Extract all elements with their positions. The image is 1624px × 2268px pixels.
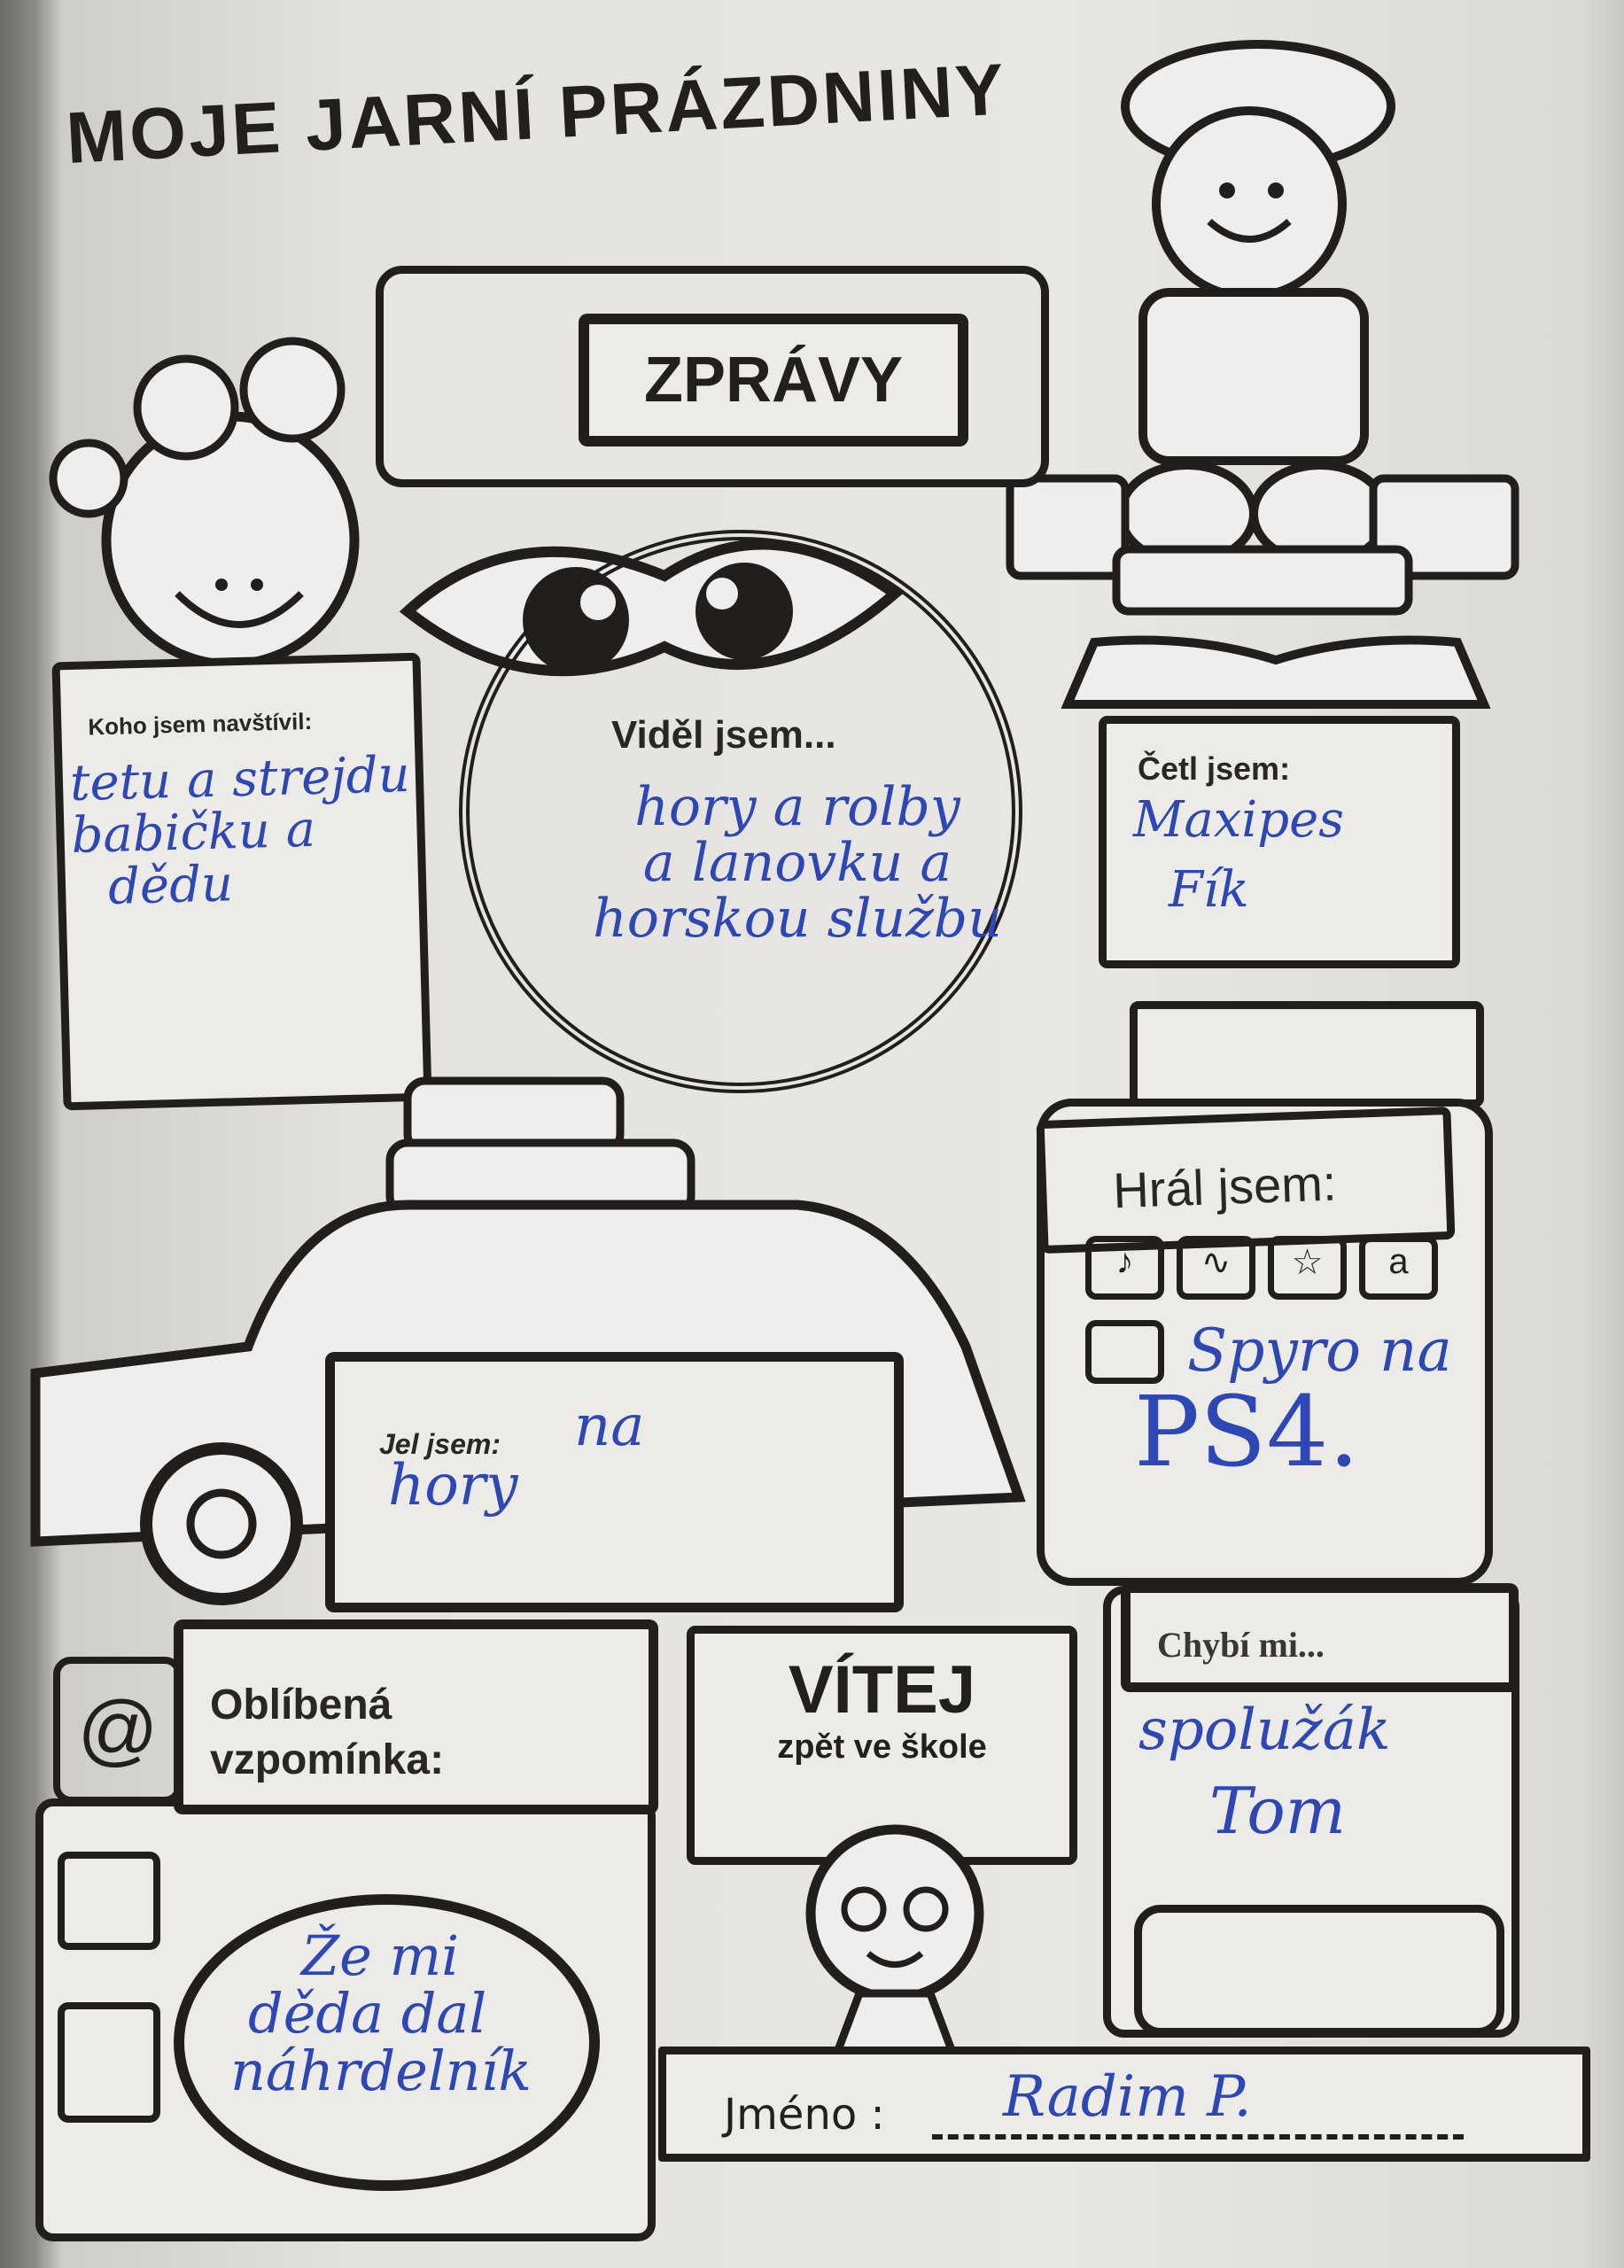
kid-with-glasses-illustration	[805, 1824, 984, 2066]
read-answer: Maxipes Fík	[1133, 791, 1344, 919]
went-panel: Jel jsem: na hory	[325, 1352, 904, 1612]
missing-answer: spolužák Tom	[1138, 1697, 1391, 1849]
saw-label: Viděl jsem...	[611, 713, 836, 757]
star-icon: ☆	[1268, 1236, 1347, 1300]
memory-label: Oblíbená vzpomínka:	[210, 1678, 444, 1789]
answer-line: PS4.	[1134, 1375, 1360, 1489]
answer-line: Fík	[1169, 860, 1249, 919]
letter-a-icon: a	[1359, 1236, 1438, 1300]
boy-on-books-illustration	[1006, 40, 1519, 616]
memory-answer: Že mi děda dal náhrdelník	[230, 1927, 532, 2100]
wave-icon: ∿	[1177, 1236, 1255, 1300]
answer-line: náhrdelník	[230, 2039, 532, 2104]
answer-line: na	[574, 1394, 645, 1459]
answer-line: horskou službu	[593, 888, 1002, 950]
played-label: Hrál jsem:	[1112, 1154, 1338, 1219]
missing-label-box: Chybí mi...	[1121, 1583, 1519, 1692]
played-answer: Spyro na PS4.	[1134, 1317, 1452, 1484]
book-stack	[1130, 1001, 1484, 1107]
answer-line: děda dal	[248, 1981, 487, 2047]
saw-answer: hory a rolby a lanovku a horskou službu	[567, 780, 1028, 947]
memory-slot	[58, 1852, 160, 1950]
visited-label: Koho jsem navštívil:	[87, 707, 313, 741]
worksheet-title: MOJE JARNÍ PRÁZDNINY	[64, 49, 1009, 179]
banner-label-box: ZPRÁVY	[579, 314, 968, 447]
label-line: vzpomínka:	[210, 1736, 445, 1784]
name-field[interactable]: Radim P.	[932, 2067, 1464, 2140]
memory-slot	[58, 2002, 160, 2123]
answer-line: hory	[388, 1453, 518, 1519]
name-value: Radim P.	[1003, 2064, 1252, 2130]
answer-line: Spyro na	[1187, 1317, 1452, 1385]
answer-line: tetu a strejdu	[69, 746, 411, 813]
visited-panel: Koho jsem navštívil: tetu a strejdu babi…	[51, 652, 432, 1111]
banner-label: ZPRÁVY	[643, 345, 904, 416]
missing-label: Chybí mi...	[1157, 1625, 1325, 1665]
read-panel: Četl jsem: Maxipes Fík	[1099, 716, 1460, 968]
news-banner: ZPRÁVY	[376, 266, 1049, 487]
open-book-illustration	[1061, 635, 1491, 709]
snail-icon: @	[53, 1657, 183, 1804]
answer-line: Že mi	[301, 1923, 460, 1988]
bus-grille	[1134, 1905, 1504, 2036]
name-label: Jméno :	[724, 2090, 885, 2140]
welcome-sign: VÍTEJ zpět ve škole	[687, 1626, 1077, 1865]
welcome-subtitle: zpět ve škole	[777, 1728, 987, 1766]
answer-line: Maxipes	[1133, 791, 1344, 849]
went-answer: na hory	[388, 1394, 645, 1519]
answer-line: spolužák	[1138, 1697, 1391, 1763]
answer-line: hory a rolby	[634, 776, 960, 838]
welcome-title: VÍTEJ	[788, 1652, 976, 1728]
answer-line: dědu	[107, 854, 234, 916]
answer-line: a lanovku a	[642, 832, 952, 894]
square-icon	[1085, 1320, 1164, 1384]
played-label-box: Hrál jsem:	[1036, 1106, 1456, 1254]
app-icons: ♪ ∿ ☆ a	[1085, 1236, 1438, 1300]
answer-line: Tom	[1209, 1774, 1347, 1849]
girl-illustration	[49, 337, 360, 670]
music-icon: ♪	[1085, 1236, 1164, 1300]
answer-line: babičku a	[70, 800, 316, 865]
visited-answer: tetu a strejdu babičku a dědu	[69, 746, 413, 916]
went-label: Jel jsem:	[379, 1428, 501, 1460]
read-label: Četl jsem:	[1138, 750, 1291, 787]
label-line: Oblíbená	[210, 1682, 392, 1728]
memory-label-box: Oblíbená vzpomínka:	[174, 1619, 658, 1814]
name-panel: Jméno : Radim P.	[658, 2047, 1590, 2162]
